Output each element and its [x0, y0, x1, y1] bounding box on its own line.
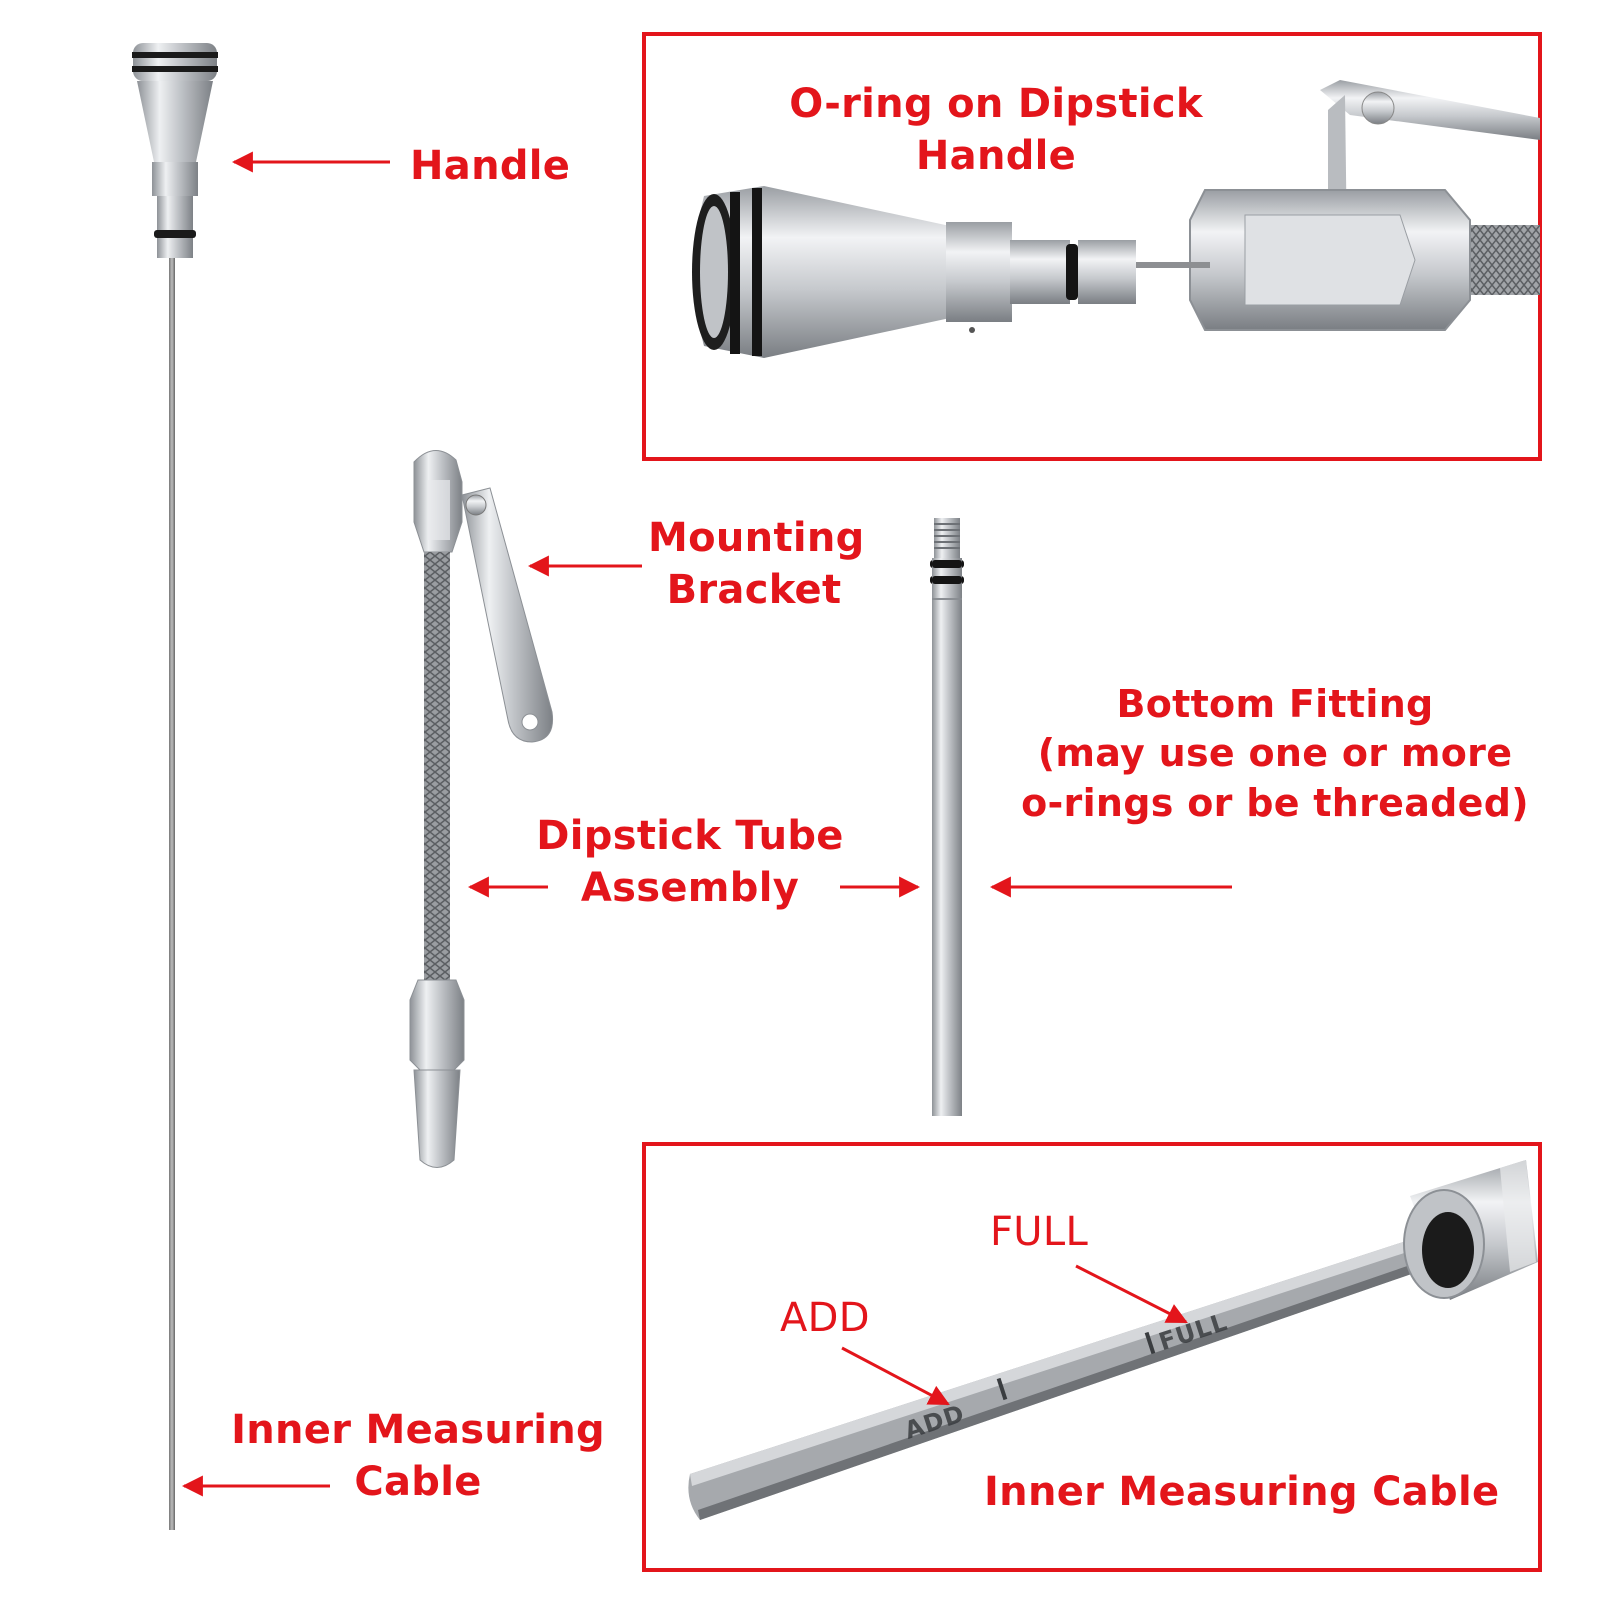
- measuring-cable-label: Inner Measuring Cable: [231, 1407, 605, 1505]
- dipstick-handle: [132, 43, 218, 258]
- oring-detail-title: O-ring on Dipstick Handle: [789, 81, 1203, 179]
- tube-assembly-label: Dipstick Tube Assembly: [536, 813, 844, 911]
- cable-detail-photo: [688, 1160, 1538, 1520]
- bottom-fitting-label: Bottom Fitting (may use one or more o-ri…: [1021, 682, 1529, 825]
- mounting-bracket-label: Mounting Bracket: [648, 515, 865, 613]
- handle-label: Handle: [410, 143, 571, 189]
- full-mark-label: FULL: [990, 1209, 1089, 1255]
- cable-detail-caption: Inner Measuring Cable: [984, 1469, 1500, 1515]
- tube-assembly-photo: [409, 450, 554, 1168]
- add-mark-label: ADD: [780, 1295, 870, 1341]
- cable-detail-frame: [642, 1142, 1542, 1572]
- oring-detail-photo: [692, 80, 1540, 358]
- bottom-fitting-photo: [930, 518, 964, 1116]
- measuring-cable: [169, 258, 175, 1530]
- arrow-down-right-icon: [841, 1346, 950, 1406]
- arrow-down-right-icon: [1075, 1264, 1188, 1324]
